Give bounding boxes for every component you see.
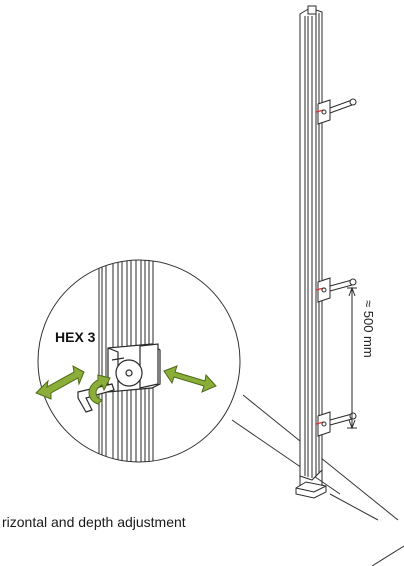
foot-plate: [295, 470, 327, 499]
caption: rizontal and depth adjustment: [2, 514, 186, 530]
spacing-label: ≈ 500 mm: [361, 300, 376, 358]
dimension-line: [347, 286, 357, 430]
rotate-arrow-icon: [88, 374, 111, 405]
adjust-arrow-icon: [163, 365, 217, 393]
hex-size-label: HEX 3: [55, 329, 96, 345]
adjust-arrow-icon: [35, 365, 85, 400]
vertical-post: [299, 5, 323, 481]
detail-bracket: [107, 343, 161, 393]
bracket-top: [315, 98, 357, 125]
hex-key-icon: [77, 383, 115, 413]
bracket-middle: [315, 277, 357, 303]
